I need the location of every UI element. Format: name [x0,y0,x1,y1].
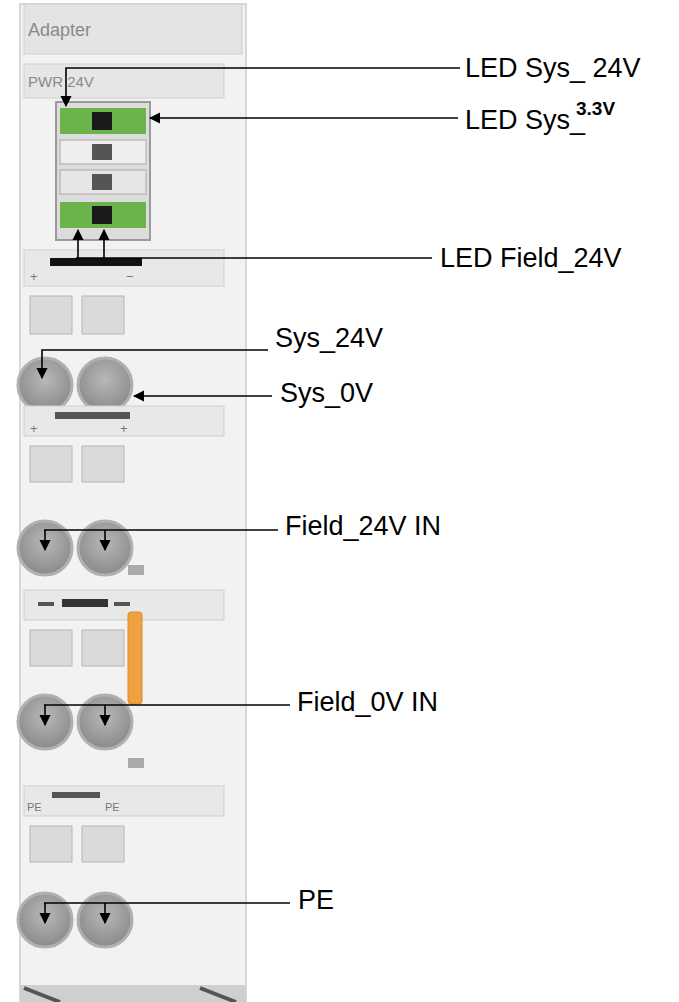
led-window [56,102,150,240]
leader-line [44,902,290,904]
marker-plate [24,250,224,286]
terminal-slot [82,826,124,862]
callout-label: Field_24V IN [285,513,441,540]
terminal-slot [82,296,124,334]
notch [128,565,144,575]
callout-label: PE [298,887,334,914]
leader-line [42,350,268,378]
terminal-slot [30,446,72,482]
polarity-mark: + [120,422,128,435]
leader-line [44,705,46,725]
terminal-clamp [18,893,72,947]
marker-plate [24,590,224,620]
led-lens [92,144,112,160]
leader-line [134,395,272,397]
terminal-slot [30,826,72,862]
marker-bar [62,599,108,607]
led-slot [60,170,146,194]
marker-bar [114,602,130,606]
terminal-clamp [18,695,72,749]
terminal-clamp [78,358,132,412]
marker-bar [50,258,142,266]
leader-line [44,529,278,531]
top-tab [24,4,242,54]
marker-bar [55,412,130,419]
callout-label: Sys_0V [280,380,373,407]
terminal-clamp [18,358,72,412]
notch [128,758,144,768]
marker-plate [24,64,224,98]
callout-label: 3.3V [576,99,615,118]
polarity-mark: − [126,270,134,283]
led-field-24v [60,202,146,228]
led-lens [92,206,112,224]
led-lens [92,112,112,130]
polarity-mark: + [30,422,38,435]
callout-label: LED Field_24V [440,245,622,272]
part-label: PWR 24V [28,74,94,89]
leader-line [44,903,46,923]
marker-plate [24,786,224,816]
leader-line [103,230,105,258]
part-label: Adapter [28,21,91,39]
callout-label: Field_0V IN [297,689,438,716]
terminal-slot [30,296,72,334]
terminal-clamp [78,695,132,749]
polarity-mark: + [30,270,38,283]
leader-line [77,230,79,258]
leader-lines [42,68,460,923]
foot-edge [24,988,236,1002]
leader-line [104,903,106,923]
terminal-slot [82,630,124,666]
terminal-clamp [18,521,72,575]
marker-bar [52,792,100,798]
leader-line [44,704,290,706]
marker-plate [24,406,224,436]
callout-label: Sys_24V [275,325,383,352]
terminal-clamp [78,521,132,575]
leader-line [104,705,106,725]
leader-line [150,117,458,119]
led-lens [92,174,112,190]
callout-label: LED Sys_ [465,107,585,134]
leader-line [104,530,106,550]
led-sys-24v [60,108,146,134]
orange-tab [128,612,142,704]
module-foot [20,985,246,1002]
terminal-slot [82,446,124,482]
terminal-clamp [78,893,132,947]
leader-line [66,68,460,106]
terminal-slot [30,630,72,666]
led-slot [60,140,146,164]
module-housing [20,4,246,1002]
pe-mark: PE [105,802,120,813]
leader-line [76,257,432,259]
callout-label: LED Sys_ 24V [465,55,641,82]
leader-line [44,530,46,550]
marker-bar [38,602,54,606]
pe-mark: PE [27,802,42,813]
